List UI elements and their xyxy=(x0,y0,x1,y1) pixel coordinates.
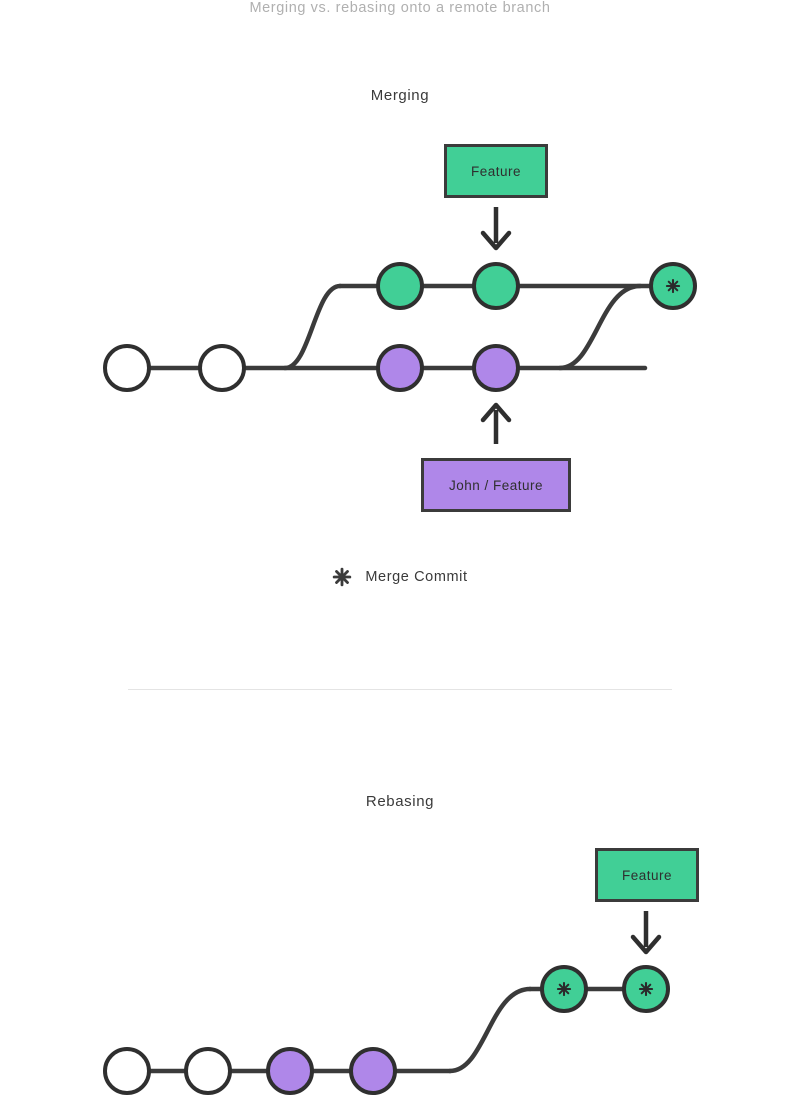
merge-commit-node xyxy=(649,262,697,310)
merging-feature-branch-label: Feature xyxy=(444,144,548,198)
rebasing-nodes xyxy=(103,965,670,1095)
rebasing-down-arrow xyxy=(630,911,662,955)
merging-john-feature-branch-label: John / Feature xyxy=(421,458,571,512)
commit-node-rebased-2 xyxy=(349,1047,397,1095)
rebasing-feature-branch-label: Feature xyxy=(595,848,699,902)
commit-node-feature-2 xyxy=(472,262,520,310)
merging-nodes xyxy=(103,262,697,392)
merge-commit-node-1 xyxy=(540,965,588,1013)
merging-branch-lines xyxy=(124,283,676,371)
asterisk-burst-icon xyxy=(333,567,352,587)
commit-node-feature-1 xyxy=(376,262,424,310)
commit-node-main-2 xyxy=(198,344,246,392)
legend: Merge Commit xyxy=(0,567,800,587)
merge-commit-node-2 xyxy=(622,965,670,1013)
commit-node-main-2 xyxy=(184,1047,232,1095)
section-title-rebasing: Rebasing xyxy=(365,793,435,810)
commit-node-john-2 xyxy=(472,344,520,392)
rebasing-branch-lines xyxy=(124,986,649,1074)
commit-node-rebased-1 xyxy=(266,1047,314,1095)
merging-down-arrow xyxy=(480,207,512,251)
legend-label: Merge Commit xyxy=(365,569,468,585)
section-divider xyxy=(128,689,672,690)
commit-node-main-1 xyxy=(103,344,151,392)
commit-node-john-1 xyxy=(376,344,424,392)
section-title-merging: Merging xyxy=(370,87,430,104)
page-title: Merging vs. rebasing onto a remote branc… xyxy=(249,0,551,16)
merging-up-arrow xyxy=(480,402,512,444)
commit-node-main-1 xyxy=(103,1047,151,1095)
